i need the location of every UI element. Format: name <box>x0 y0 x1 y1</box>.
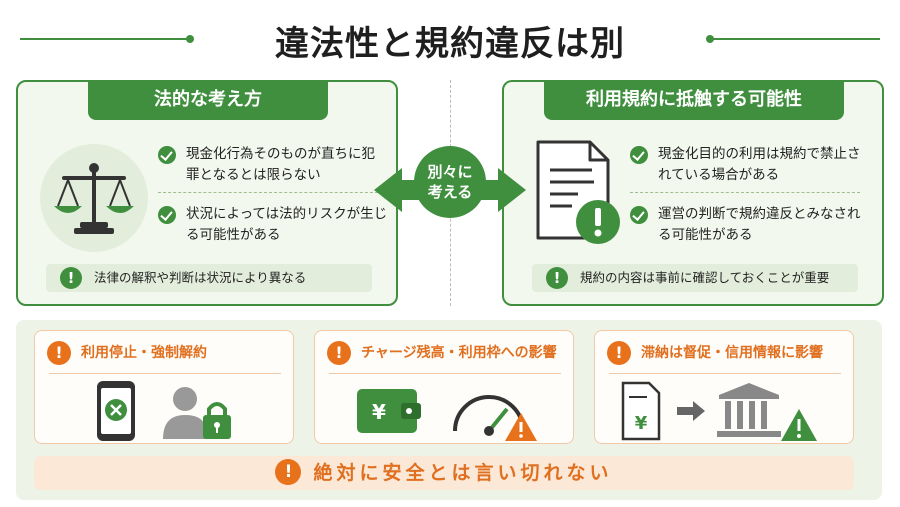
item-divider <box>630 192 860 193</box>
card-heading: ! 利用停止・強制解約 <box>47 341 207 365</box>
risk-card-delinquency: ! 滞納は督促・信用情報に影響 ¥ <box>594 330 854 444</box>
page-title: 違法性と規約違反は別 <box>275 24 625 64</box>
exclamation-icon: ! <box>47 341 71 365</box>
terms-point-2-text: 運営の判断で規約違反とみなされる可能性がある <box>658 206 861 243</box>
card-heading: ! 滞納は督促・信用情報に影響 <box>607 341 823 365</box>
scales-icon <box>40 144 148 252</box>
title-row: 違法性と規約違反は別 <box>0 10 900 66</box>
legal-note-text: 法律の解釈や判断は状況により異なる <box>94 270 307 285</box>
wallet-yen-icon: ¥ <box>357 389 421 433</box>
terms-point-2: 運営の判断で規約違反とみなされる可能性がある <box>630 204 870 246</box>
document-warning-icon <box>528 134 628 254</box>
phone-x-icon <box>97 381 135 441</box>
card-divider <box>609 373 841 374</box>
exclamation-icon: ! <box>546 267 568 289</box>
gauge-warning-icon <box>453 395 537 441</box>
panel-heading: 利用規約に抵触する可能性 <box>544 80 844 120</box>
check-icon <box>630 146 648 164</box>
user-lock-icon <box>163 387 231 439</box>
exclamation-icon: ! <box>327 341 351 365</box>
card-title: 利用停止・強制解約 <box>81 345 207 361</box>
legal-point-1-text: 現金化行為そのものが直ちに犯罪となるとは限らない <box>186 146 375 183</box>
card-title: 滞納は督促・信用情報に影響 <box>641 345 823 361</box>
legal-point-2: 状況によっては法的リスクが生じる可能性がある <box>158 204 388 246</box>
terms-violation-panel: 利用規約に抵触する可能性 現金化目的の利用は規約で禁止されている場合がある 運営… <box>502 80 884 306</box>
terms-note: ! 規約の内容は事前に確認しておくことが重要 <box>532 264 858 292</box>
card-title: チャージ残高・利用枠への影響 <box>361 345 557 361</box>
badge-line-1: 別々に <box>427 163 473 181</box>
legal-point-1: 現金化行為そのものが直ちに犯罪となるとは限らない <box>158 144 388 186</box>
terms-note-text: 規約の内容は事前に確認しておくことが重要 <box>580 270 830 285</box>
card-illustration: ¥ <box>595 379 855 443</box>
check-icon <box>158 206 176 224</box>
exclamation-icon: ! <box>275 458 302 485</box>
legal-point-2-text: 状況によっては法的リスクが生じる可能性がある <box>186 206 388 243</box>
check-icon <box>158 146 176 164</box>
card-divider <box>49 373 281 374</box>
badge-line-2: 考える <box>427 183 473 201</box>
bill-yen-icon: ¥ <box>621 381 661 441</box>
consider-separately-badge: 別々に 考える <box>414 146 486 218</box>
safety-warning-banner: ! 絶対に安全とは言い切れない <box>34 456 854 490</box>
card-illustration <box>35 379 295 443</box>
exclamation-icon: ! <box>60 267 82 289</box>
legal-note: ! 法律の解釈や判断は状況により異なる <box>46 264 372 292</box>
check-icon <box>630 206 648 224</box>
svg-text:¥: ¥ <box>372 400 386 424</box>
exclamation-icon: ! <box>607 341 631 365</box>
bank-warning-icon <box>717 383 817 441</box>
risk-card-suspension: ! 利用停止・強制解約 <box>34 330 294 444</box>
warning-text: 絶対に安全とは言い切れない <box>313 462 613 484</box>
terms-point-1-text: 現金化目的の利用は規約で禁止されている場合がある <box>658 146 861 183</box>
card-divider <box>329 373 561 374</box>
svg-text:¥: ¥ <box>635 413 648 434</box>
terms-point-1: 現金化目的の利用は規約で禁止されている場合がある <box>630 144 870 186</box>
risk-card-balance: ! チャージ残高・利用枠への影響 ¥ <box>314 330 574 444</box>
item-divider <box>158 192 378 193</box>
card-illustration: ¥ <box>315 379 575 443</box>
title-line-left <box>20 38 188 40</box>
title-dot-left <box>186 35 194 43</box>
legal-perspective-panel: 法的な考え方 現金化行為そのものが直ちに犯罪となるとは限らない 状況によっては法… <box>16 80 398 306</box>
title-dot-right <box>706 35 714 43</box>
panel-heading: 法的な考え方 <box>88 80 328 120</box>
arrow-right-icon <box>677 401 705 421</box>
title-line-right <box>712 38 880 40</box>
card-heading: ! チャージ残高・利用枠への影響 <box>327 341 557 365</box>
